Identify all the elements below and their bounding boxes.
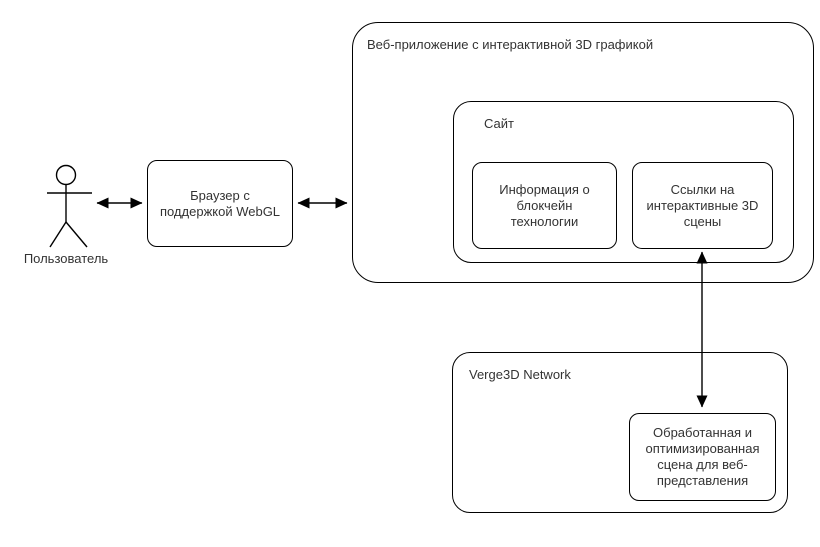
site-box-title: Сайт xyxy=(484,116,514,131)
actor-label: Пользователь xyxy=(23,251,109,266)
scene-links-label: Ссылки на интерактивные 3D сцены xyxy=(646,181,759,229)
browser-box-label: Браузер с поддержкой WebGL xyxy=(159,187,281,219)
site-box: Сайт Информация о блокчейн технологии Сс… xyxy=(453,101,794,263)
scene-links-box: Ссылки на интерактивные 3D сцены xyxy=(632,162,773,249)
optimized-scene-label: Обработанная и оптимизированная сцена дл… xyxy=(645,425,760,488)
browser-box: Браузер с поддержкой WebGL xyxy=(147,160,293,247)
web-app-box: Веб-приложение с интерактивной 3D график… xyxy=(352,22,814,283)
user-actor-icon xyxy=(47,164,92,248)
web-app-box-title: Веб-приложение с интерактивной 3D график… xyxy=(367,37,654,52)
verge3d-network-title: Verge3D Network xyxy=(469,367,571,382)
verge3d-network-box: Verge3D Network Обработанная и оптимизир… xyxy=(452,352,788,513)
blockchain-info-label: Информация о блокчейн технологии xyxy=(499,181,590,229)
blockchain-info-box: Информация о блокчейн технологии xyxy=(472,162,617,249)
optimized-scene-box: Обработанная и оптимизированная сцена дл… xyxy=(629,413,776,501)
